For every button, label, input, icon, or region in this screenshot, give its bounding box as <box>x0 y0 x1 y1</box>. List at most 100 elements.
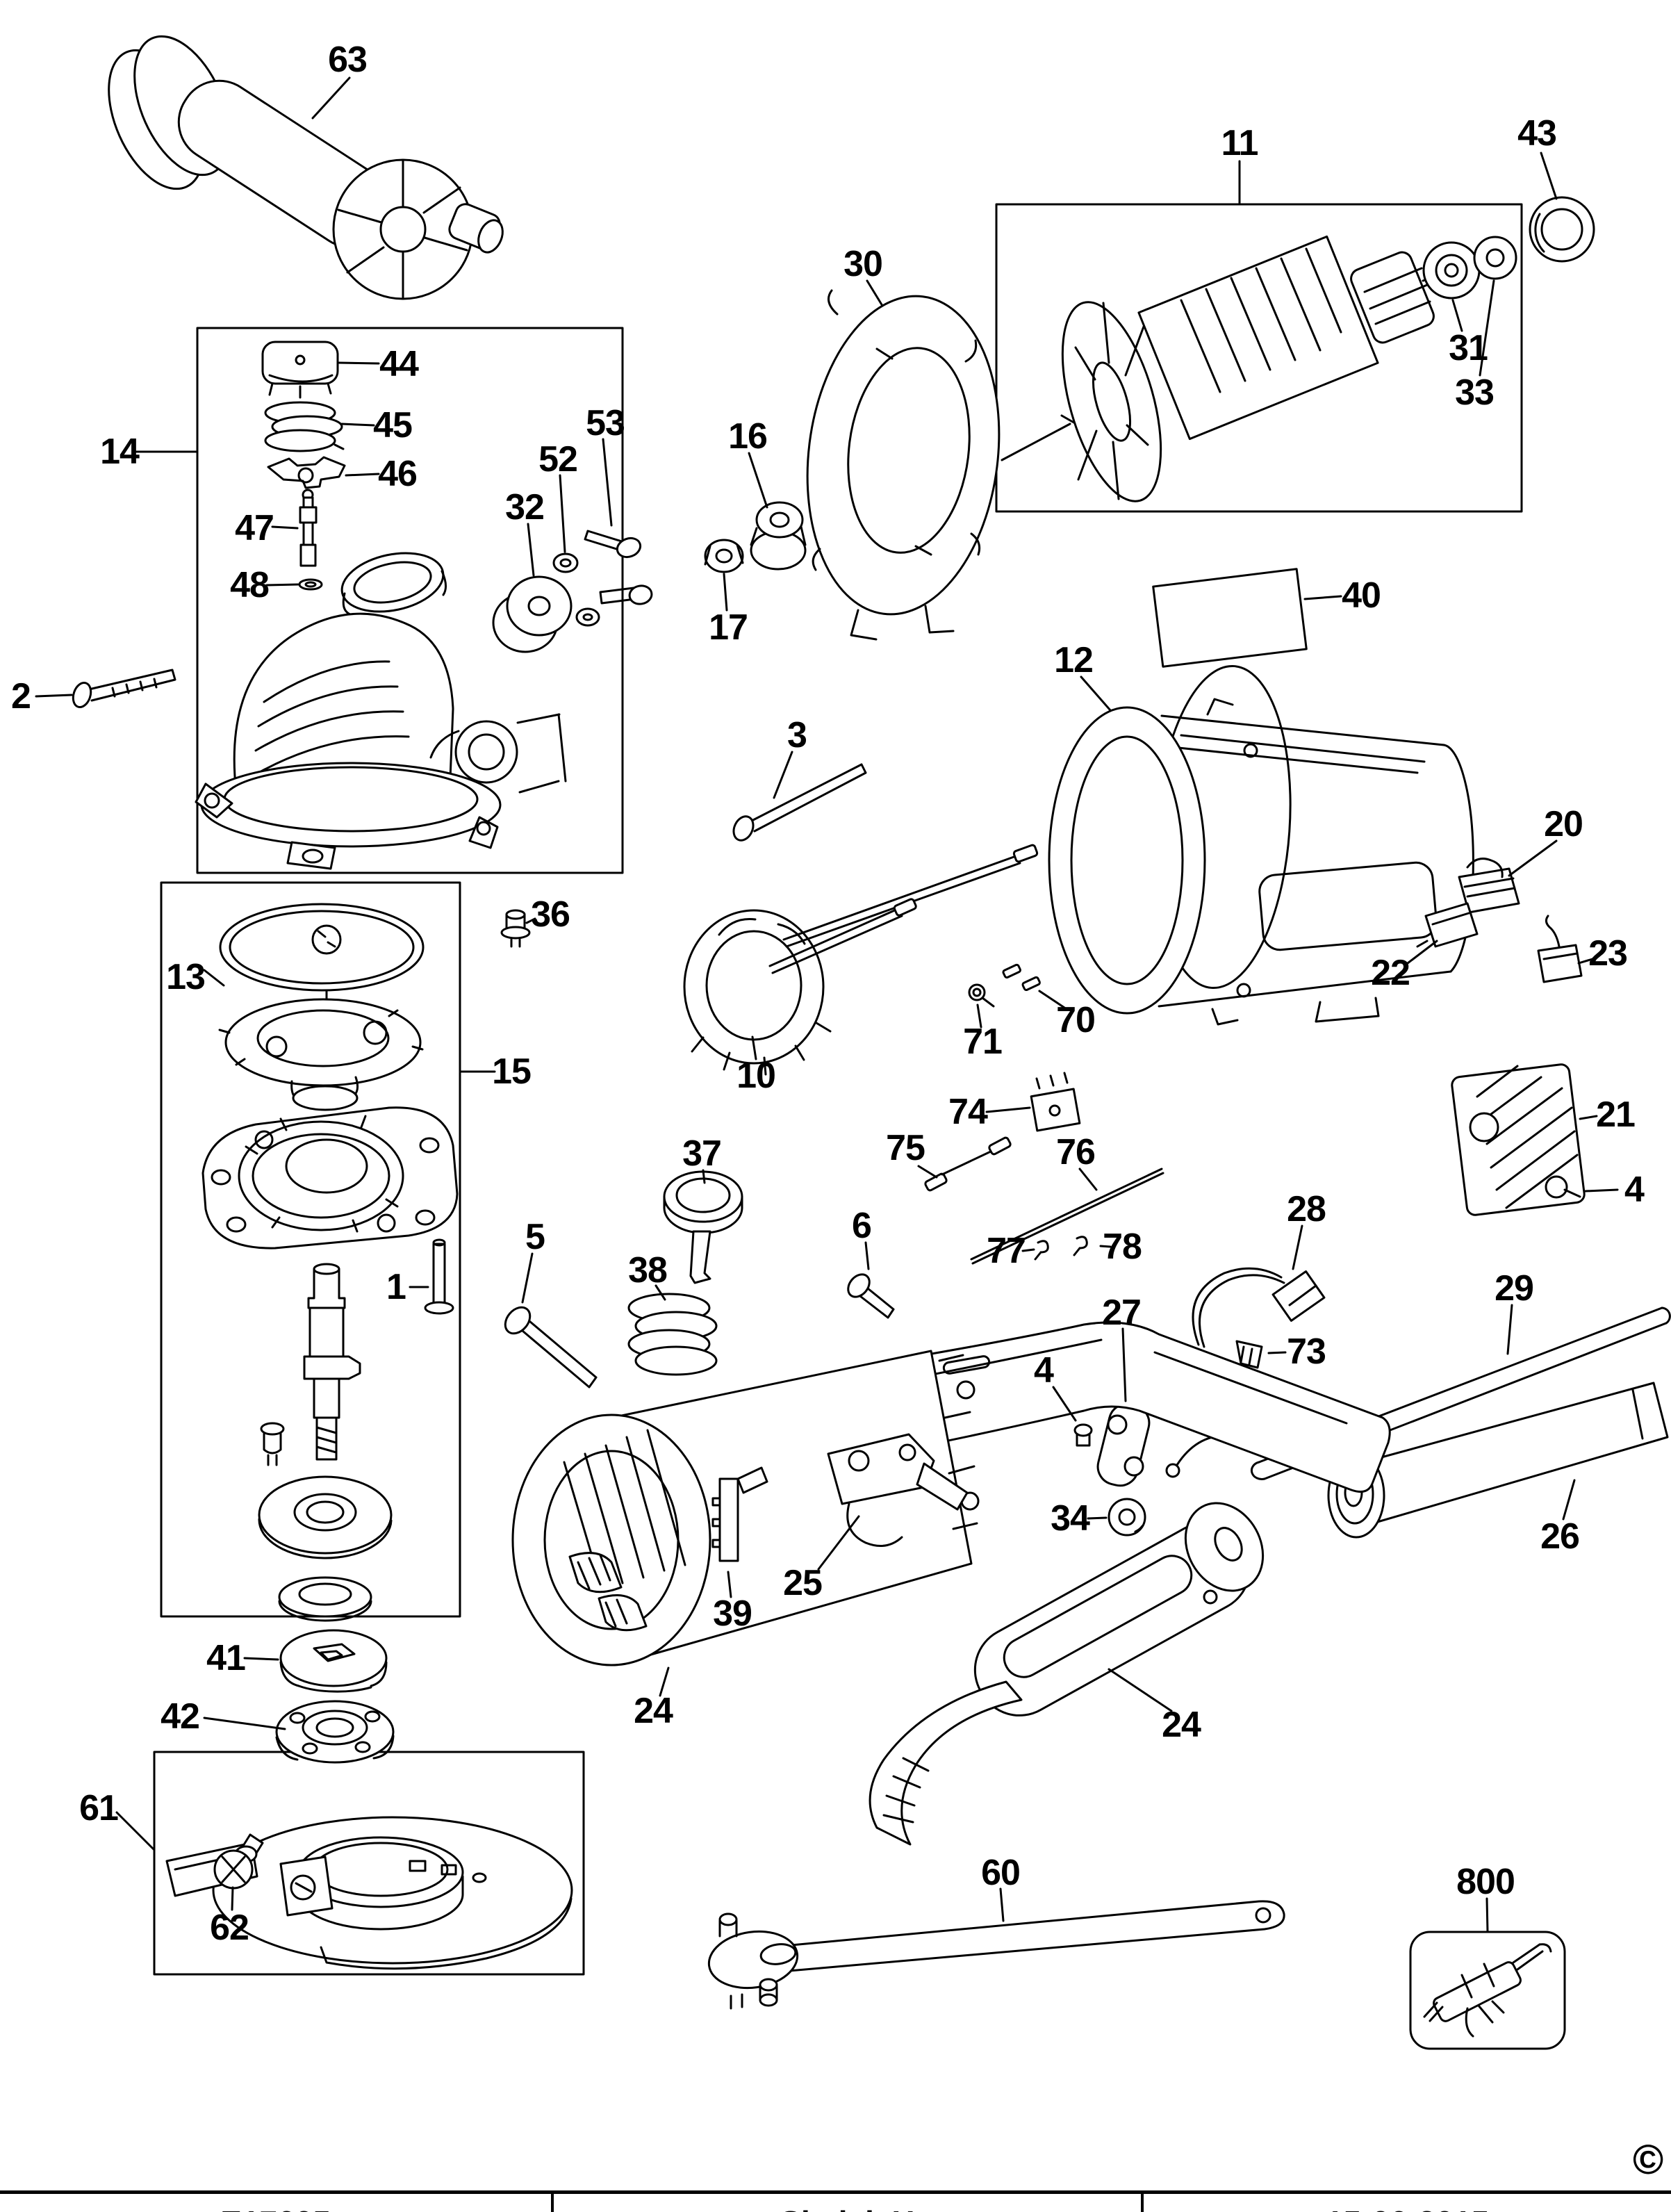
callout-15: 15 <box>492 1051 532 1092</box>
leader-53 <box>602 438 613 527</box>
callout-20: 20 <box>1544 804 1583 844</box>
part-switch-lever-25 <box>827 1433 969 1547</box>
part-lock-spring <box>264 401 345 452</box>
part-lever-27 <box>1096 1402 1151 1487</box>
leader-38 <box>655 1284 666 1301</box>
footer-bar: E17605 Sladek H 15-06-2015 <box>0 2190 1671 2212</box>
part-name-plate <box>1152 568 1308 668</box>
leader-36 <box>525 917 536 924</box>
part-retaining-ring <box>1529 196 1595 263</box>
part-rod-76 <box>970 1168 1164 1265</box>
callout-74: 74 <box>948 1092 988 1132</box>
leader-77 <box>1021 1248 1035 1252</box>
leader-5 <box>521 1252 534 1304</box>
part-pin-1 <box>424 1238 454 1315</box>
part-brush-bracket <box>1416 902 1479 948</box>
leader-52 <box>559 474 566 553</box>
leader-71 <box>976 1003 982 1029</box>
part-service-kit <box>1409 1931 1566 2050</box>
leader-17 <box>723 573 728 612</box>
part-clip-73 <box>1235 1340 1263 1369</box>
leader-40 <box>1303 595 1342 600</box>
part-wire-bail-28 <box>1192 1267 1326 1348</box>
part-ring-terminal-71 <box>968 983 995 1008</box>
part-inner-flange <box>279 1629 388 1693</box>
leader-75 <box>917 1165 938 1179</box>
leader-27 <box>1121 1327 1127 1402</box>
callout-53: 53 <box>586 403 625 443</box>
part-carbon-brush <box>1537 915 1583 983</box>
callout-24-left: 24 <box>634 1691 673 1731</box>
part-field-coil <box>683 844 1039 1076</box>
callout-77: 77 <box>987 1231 1026 1271</box>
part-washers-52 <box>552 552 600 627</box>
leader-63 <box>311 76 351 120</box>
part-grommet-34 <box>1108 1498 1146 1537</box>
callout-42: 42 <box>160 1696 200 1737</box>
callout-32: 32 <box>505 487 545 527</box>
leader-13 <box>203 969 225 987</box>
part-bushing-and-nut <box>704 501 807 573</box>
footer-date-cell: 15-06-2015 <box>1144 2194 1671 2212</box>
footer-doc-number-cell: E17605 <box>0 2194 551 2212</box>
leader-lines <box>35 76 1619 1933</box>
callout-63: 63 <box>328 40 368 80</box>
callout-40: 40 <box>1342 575 1381 616</box>
part-field-case <box>1048 664 1474 1026</box>
part-stud-screw <box>500 909 531 948</box>
leader-10 <box>751 1035 757 1060</box>
callout-41: 41 <box>206 1638 246 1678</box>
callout-61: 61 <box>79 1788 119 1828</box>
leader-16 <box>748 452 768 509</box>
leader-24-left <box>659 1666 670 1697</box>
part-lock-washer <box>298 578 323 591</box>
callout-78: 78 <box>1103 1227 1142 1267</box>
leader-29 <box>1506 1304 1513 1355</box>
part-outer-flange <box>275 1700 395 1764</box>
callout-6: 6 <box>852 1206 872 1246</box>
leader-31 <box>1451 299 1463 332</box>
leader-800 <box>1485 1897 1489 1933</box>
footer-date: 15-06-2015 <box>1326 2204 1489 2212</box>
callout-47: 47 <box>235 508 274 548</box>
leader-23 <box>1577 958 1594 965</box>
callout-44: 44 <box>379 344 419 384</box>
footer-author-cell: Sladek H <box>551 2194 1144 2212</box>
leader-42 <box>203 1717 286 1730</box>
leader-24-right <box>1108 1668 1173 1712</box>
part-spindle <box>303 1263 361 1461</box>
leader-43 <box>1540 151 1558 200</box>
callout-10: 10 <box>736 1056 776 1096</box>
part-slider-39 <box>711 1466 768 1562</box>
part-spanner-wrench <box>707 1900 1285 2010</box>
part-spring-38 <box>627 1293 718 1376</box>
part-rear-handle <box>869 1502 1265 1846</box>
part-gear-case <box>195 552 567 870</box>
callout-14: 14 <box>100 432 140 472</box>
callout-2: 2 <box>11 676 31 716</box>
callout-60: 60 <box>981 1853 1021 1893</box>
callout-48: 48 <box>230 565 270 605</box>
callout-45: 45 <box>373 405 413 445</box>
leader-37 <box>702 1169 706 1184</box>
callout-25: 25 <box>783 1563 823 1603</box>
leader-47 <box>271 525 299 530</box>
part-clip-78 <box>1073 1236 1088 1256</box>
part-brush-holder <box>1458 858 1520 914</box>
callout-71: 71 <box>963 1022 1003 1062</box>
callout-22: 22 <box>1371 953 1410 993</box>
callout-29: 29 <box>1495 1268 1534 1309</box>
leader-25 <box>817 1515 860 1571</box>
leader-41 <box>243 1657 279 1661</box>
callout-73: 73 <box>1287 1332 1326 1372</box>
callout-21: 21 <box>1596 1095 1636 1135</box>
part-screw-6 <box>847 1273 895 1319</box>
callout-24-right: 24 <box>1162 1705 1201 1745</box>
leader-4-mid <box>1052 1386 1077 1422</box>
leader-12 <box>1080 675 1112 712</box>
leader-62 <box>231 1886 234 1911</box>
callout-1: 1 <box>386 1267 406 1307</box>
callout-16: 16 <box>728 416 768 457</box>
